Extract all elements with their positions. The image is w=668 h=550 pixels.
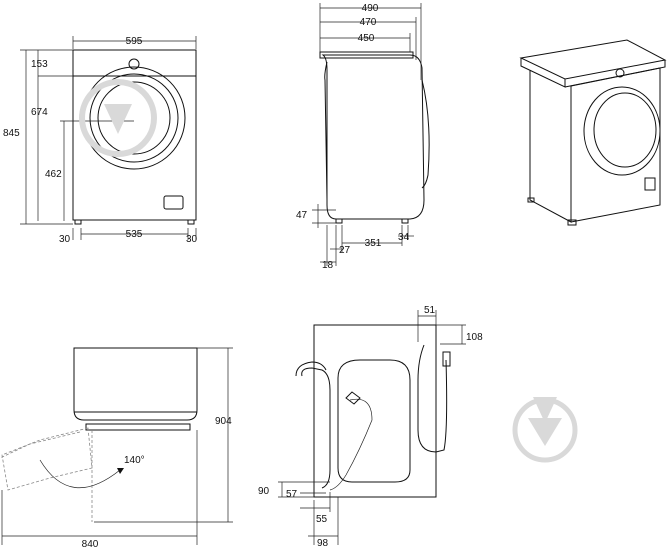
watermark-ring-icon: [79, 79, 157, 157]
dim-label-foot-left: 30: [59, 234, 71, 245]
dim-label-height-total: 845: [3, 128, 20, 139]
front-foot-left: [74, 219, 82, 225]
drain-hose-hook: [295, 361, 327, 377]
iso-door-outer: [583, 86, 661, 176]
door-open-view: 140° 904 840: [0, 347, 233, 550]
rear-body-outline: [313, 324, 437, 498]
dim-label-foot-rear: 34: [398, 232, 410, 243]
dim-label-hose-offset: 51: [424, 305, 436, 316]
open-door-dashed-inner: [0, 431, 81, 459]
dim-label-door-angle: 140°: [124, 455, 145, 466]
dim-label-depth-max: 490: [362, 3, 379, 14]
dim-label-drain-pos: 57: [286, 489, 298, 500]
inlet-hose-tap: [442, 351, 451, 367]
iso-top: [519, 39, 667, 80]
dim-label-height-door: 674: [31, 107, 48, 118]
dim-label-front-offset: 18: [322, 260, 334, 271]
angle-arc: [39, 459, 121, 489]
iso-foot: [527, 197, 535, 203]
iso-door-inner: [593, 92, 657, 168]
front-body-outline: [72, 49, 197, 221]
dim-label-foot-span: 535: [126, 229, 143, 240]
side-body-outline: [321, 54, 425, 220]
iso-top-edge-front: [564, 60, 666, 88]
filter-cover: [163, 195, 184, 210]
watermark-arrow-icon: [104, 104, 132, 134]
dim-label-width-total: 595: [126, 36, 143, 47]
power-plug-icon: [345, 391, 361, 405]
watermark-arrow-icon: [533, 397, 557, 423]
side-rear-hose: [421, 79, 430, 189]
watermark-arrow-icon: [528, 418, 562, 446]
iso-foot: [567, 219, 577, 226]
dim-label-foot-height: 47: [296, 210, 308, 221]
dim-label-door-center: 462: [45, 169, 62, 180]
dim-label-height-open: 904: [215, 416, 232, 427]
front-view: 595 845 153 674 462 30 535 30: [3, 36, 198, 245]
side-view: 490 470 450 47 27 351 34 18: [296, 3, 430, 271]
watermark-logo-large: [512, 397, 578, 463]
dim-label-top-offset-rear: 108: [466, 332, 483, 343]
door-inner-ring: [89, 73, 179, 163]
perspective-view: [519, 39, 667, 226]
iso-top-edge-left: [520, 58, 566, 88]
dim-label-drain-height: 90: [258, 486, 270, 497]
front-foot-right: [187, 219, 195, 225]
dim-label-width-open: 840: [82, 539, 99, 550]
rear-panel: [337, 359, 411, 483]
open-door-dashed: [1, 427, 93, 491]
dim-label-foot-span-side: 351: [365, 238, 382, 249]
iso-filter-cover: [644, 177, 656, 191]
dim-label-foot-right: 30: [186, 234, 198, 245]
iso-knob: [615, 68, 625, 78]
side-foot-rear: [401, 218, 409, 224]
side-foot-front: [335, 218, 343, 224]
dim-label-top-offset: 153: [31, 59, 48, 70]
top-view-body: [73, 347, 198, 421]
dim-label-depth-mid: 470: [360, 17, 377, 28]
side-front-curve: [324, 61, 328, 201]
angle-arrow-icon: [117, 468, 124, 474]
drain-hose: [301, 367, 331, 489]
dim-label-drain-width: 98: [317, 538, 329, 549]
dim-label-depth-body: 450: [358, 33, 375, 44]
iso-side-face: [529, 70, 572, 223]
dim-label-foot-front: 27: [339, 245, 351, 256]
rear-view: 51 108 90 57 55 98: [258, 305, 483, 549]
door-glass: [97, 81, 171, 155]
program-knob: [128, 58, 140, 70]
top-view-door: [85, 423, 191, 431]
iso-front-face: [570, 67, 661, 223]
side-top-plate: [319, 51, 414, 59]
inlet-hose: [417, 344, 448, 453]
power-cable: [329, 398, 373, 491]
dim-label-drain-x: 55: [316, 514, 328, 525]
watermark-logo: [79, 79, 157, 157]
